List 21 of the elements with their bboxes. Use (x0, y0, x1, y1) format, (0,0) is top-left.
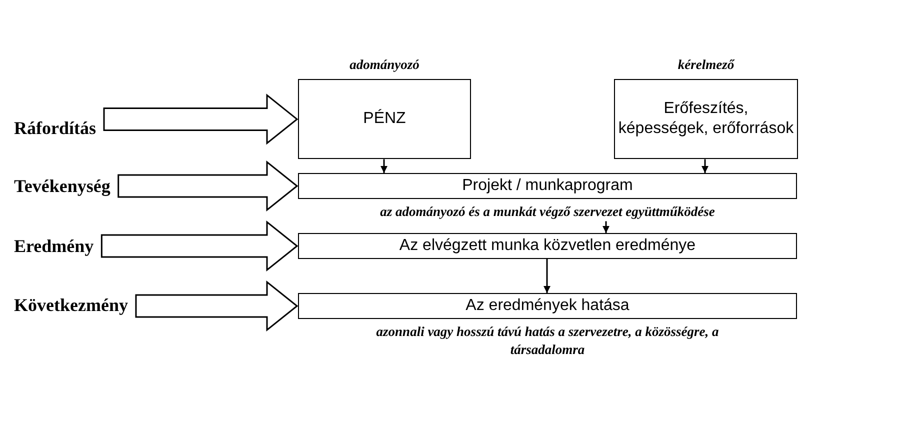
italic-note: kérelmező (678, 56, 734, 74)
block-arrow (103, 94, 298, 145)
arrow (380, 159, 388, 173)
process-box: Az elvégzett munka közvetlen eredménye (298, 233, 797, 259)
stage-label: Ráfordítás (14, 112, 96, 144)
italic-note: adományozó (350, 56, 420, 74)
process-box: PÉNZ (298, 79, 471, 160)
stage-label: Eredmény (14, 230, 94, 262)
stage-label: Tevékenység (14, 170, 110, 202)
italic-note: az adományozó és a munkát végző szervezet együttműködése (380, 203, 715, 221)
process-box: Az eredmények hatása (298, 293, 797, 319)
block-arrow (118, 160, 298, 212)
arrow (602, 221, 610, 233)
process-box: Projekt / munkaprogram (298, 173, 797, 199)
stage-label: Következmény (14, 289, 128, 321)
block-arrow (100, 220, 298, 272)
process-box: Erőfeszítés, képességek, erőforrások (614, 79, 798, 160)
arrow (544, 259, 550, 293)
block-arrow (135, 280, 298, 332)
italic-note: azonnali vagy hosszú távú hatás a szervezetre, a közösségre, a társadalomra (375, 323, 720, 360)
arrow (702, 159, 708, 173)
